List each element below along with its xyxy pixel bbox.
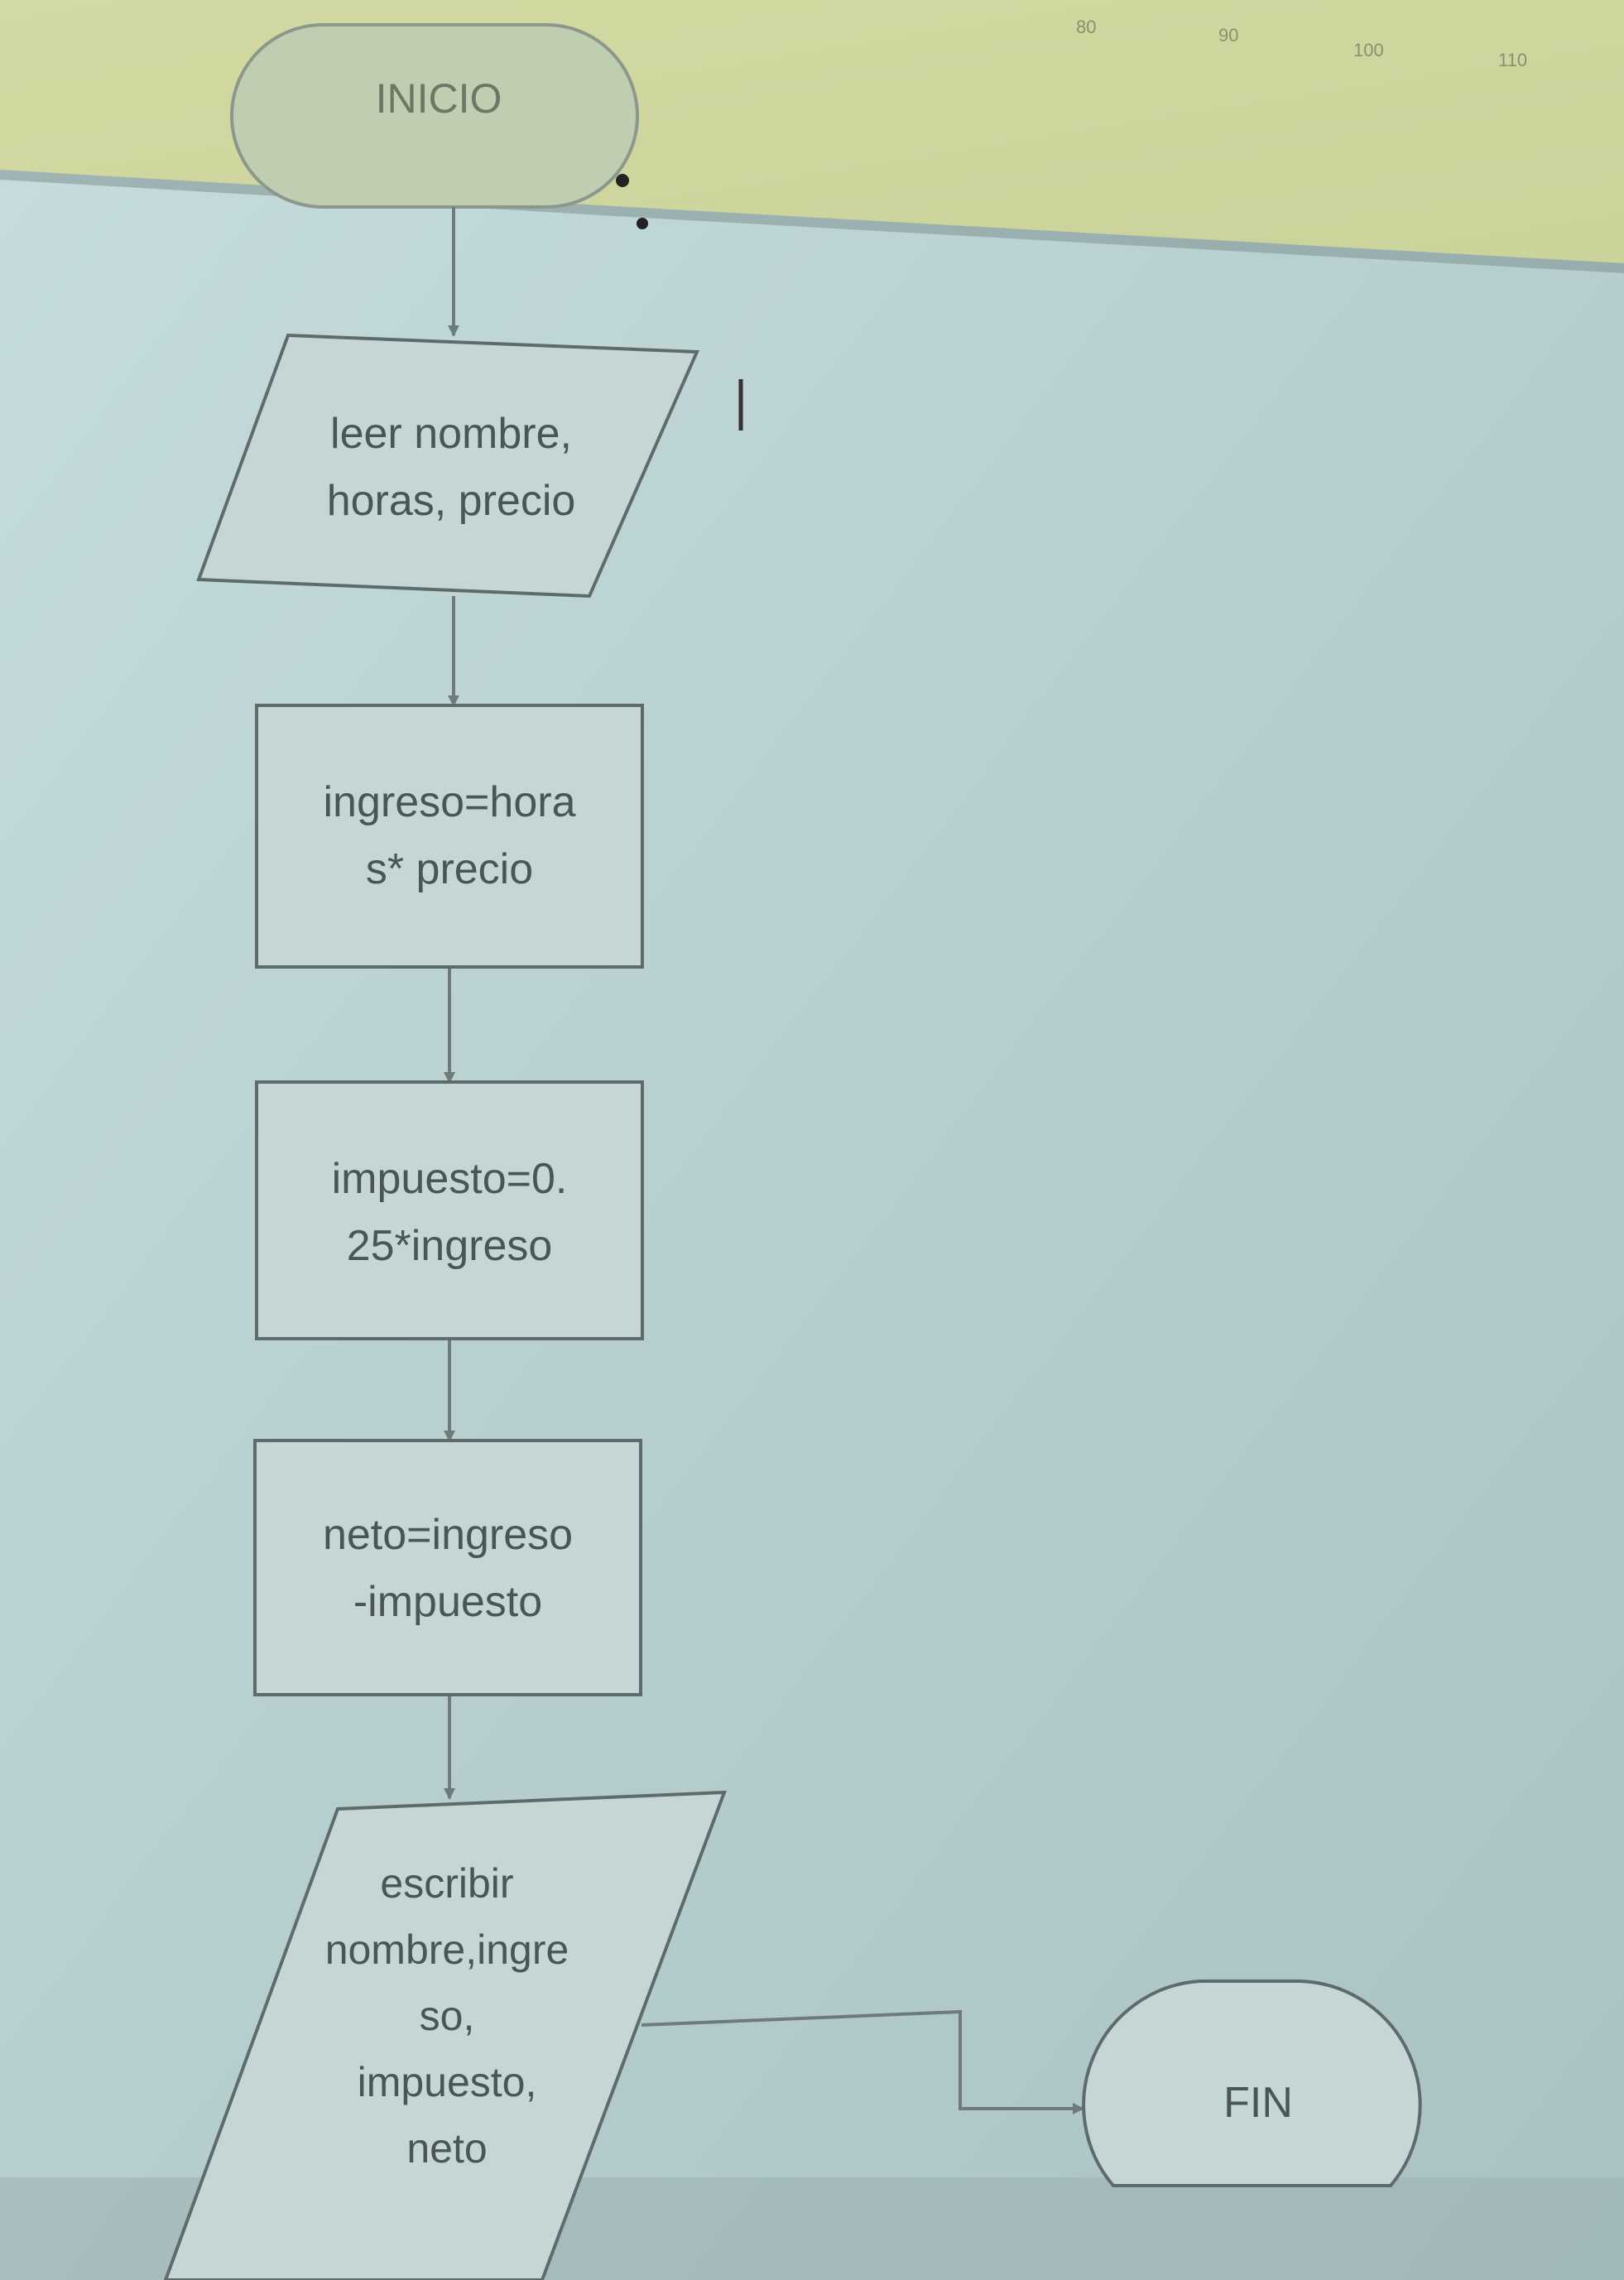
output-label: escribir nombre,ingre so, impuesto, neto (324, 1860, 569, 2172)
process-box-ingreso (255, 704, 644, 969)
step3-label: neto=ingreso -impuesto (322, 1511, 574, 1626)
end-label: FIN (1223, 2078, 1293, 2127)
step2-label: impuesto=0. 25*ingreso (331, 1155, 568, 1270)
connector-output-end (641, 2009, 1084, 2114)
process-box-neto (253, 1439, 642, 1696)
input-label: leer nombre, horas, precio (326, 410, 576, 525)
output-parallelogram (163, 1790, 727, 2280)
wall-mark (637, 218, 648, 229)
ruler-tick: 110 (1498, 50, 1528, 70)
end-terminator (1082, 1979, 1422, 2187)
ruler-tick: 100 (1353, 40, 1384, 60)
step1-label: ingreso=hora s* precio (323, 778, 576, 893)
wall-mark (616, 174, 629, 187)
start-terminator (230, 23, 639, 209)
projection-screen (0, 170, 1624, 2280)
input-parallelogram (196, 333, 700, 599)
start-label: INICIO (375, 75, 502, 123)
ruler-tick: 80 (1076, 17, 1097, 37)
process-box-impuesto (255, 1080, 644, 1340)
ruler-tick: 90 (1218, 25, 1239, 46)
